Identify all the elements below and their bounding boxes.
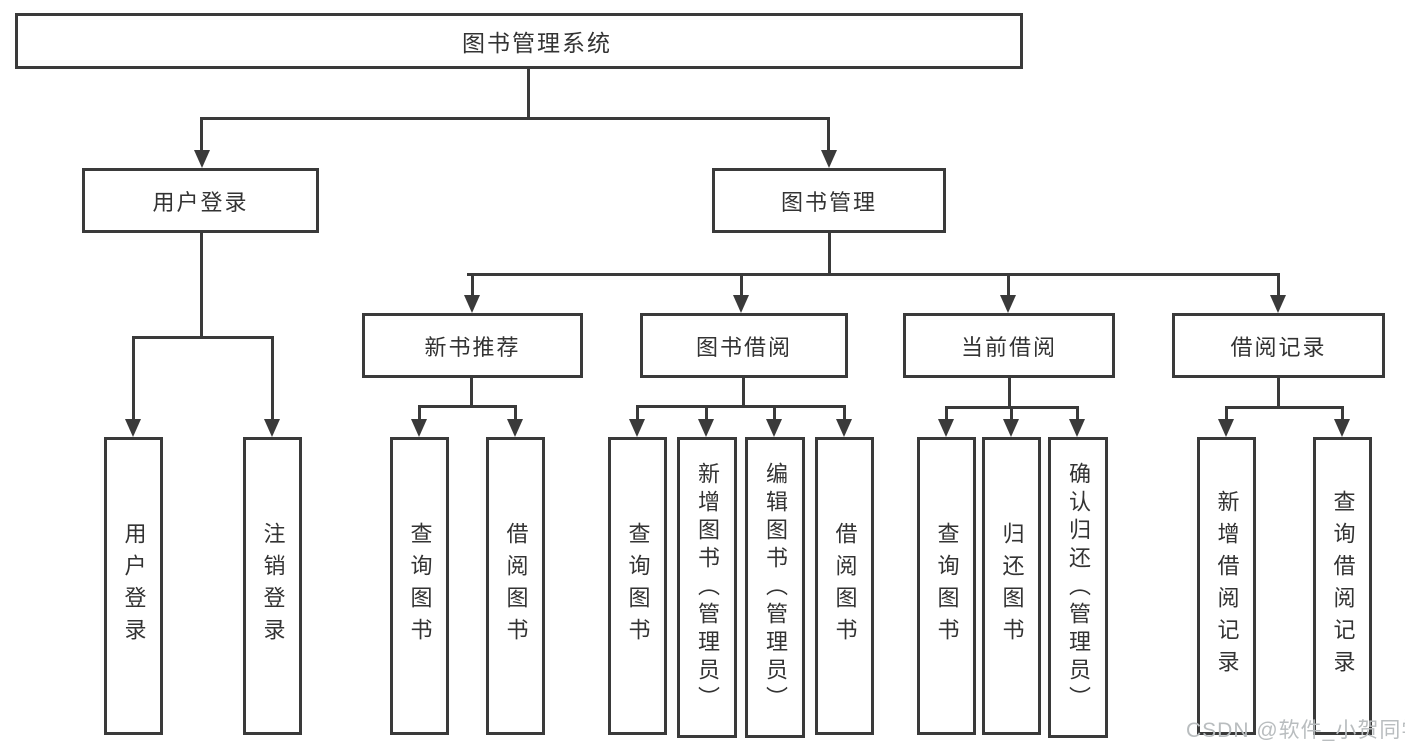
node-label: 查询图书 xyxy=(407,522,433,650)
node-root-library-management-system: 图书管理系统 xyxy=(15,13,1023,69)
leaf-borrow-books: 借阅图书 xyxy=(815,437,874,735)
connector-records-trunk xyxy=(1277,378,1280,408)
connector-user-login-trunk xyxy=(200,233,203,338)
arrowhead-rec-add xyxy=(1218,419,1234,437)
connector-bookborrow-trunk xyxy=(742,378,745,407)
node-label: 新增借阅记录 xyxy=(1214,490,1240,682)
node-label: 借阅图书 xyxy=(832,522,858,650)
leaf-add-borrow-record: 新增借阅记录 xyxy=(1197,437,1256,735)
arrowhead-leaf-user-login xyxy=(125,419,141,437)
arrowhead-rec-query xyxy=(1334,419,1350,437)
connector-stem-rec-add xyxy=(1225,406,1228,422)
node-label: 借阅图书 xyxy=(503,522,529,650)
arrowhead-newrec-query xyxy=(411,419,427,437)
leaf-current-query-books: 查询图书 xyxy=(917,437,976,735)
connector-stem-book-borrow xyxy=(740,273,743,298)
node-book-borrowing: 图书借阅 xyxy=(640,313,848,378)
connector-newrec-branch xyxy=(418,405,517,408)
connector-root-branch xyxy=(200,117,830,120)
leaf-user-login: 用户登录 xyxy=(104,437,163,735)
arrowhead-borrow-records xyxy=(1270,295,1286,313)
node-label: 当前借阅 xyxy=(960,334,1057,360)
node-label: 用户登录 xyxy=(152,189,249,215)
connector-book-mgmt-trunk xyxy=(828,233,831,275)
connector-stem-bb-query xyxy=(636,405,639,422)
connector-records-branch xyxy=(1225,406,1344,409)
node-label: 编辑图书（管理员） xyxy=(763,461,788,714)
node-label: 查询图书 xyxy=(934,522,960,650)
arrowhead-newrec-borrow xyxy=(507,419,523,437)
leaf-query-borrow-record: 查询借阅记录 xyxy=(1313,437,1372,735)
arrowhead-book-borrow xyxy=(733,295,749,313)
leaf-return-books: 归还图书 xyxy=(982,437,1041,735)
arrowhead-bb-borrow xyxy=(836,419,852,437)
connector-stem-rec-query xyxy=(1341,406,1344,422)
node-label: 查询图书 xyxy=(625,522,651,650)
arrowhead-new-book-rec xyxy=(464,295,480,313)
connector-stem-bb-add xyxy=(705,405,708,422)
node-current-borrowing: 当前借阅 xyxy=(903,313,1115,378)
connector-book-mgmt-branch xyxy=(467,273,1280,276)
arrowhead-cb-query xyxy=(938,419,954,437)
arrowhead-bb-query xyxy=(629,419,645,437)
node-label: 新增图书（管理员） xyxy=(695,461,720,714)
connector-stem-cb-query xyxy=(945,406,948,422)
connector-stem-current-borrow xyxy=(1007,273,1010,298)
arrowhead-bb-add xyxy=(698,419,714,437)
connector-stem-user-login xyxy=(200,117,203,153)
connector-stem-cb-confirm xyxy=(1076,406,1079,422)
leaf-logout-login: 注销登录 xyxy=(243,437,302,735)
arrowhead-current-borrow xyxy=(1000,295,1016,313)
node-label: 查询借阅记录 xyxy=(1330,490,1356,682)
connector-user-login-branch xyxy=(132,336,273,339)
node-label: 用户登录 xyxy=(121,522,147,650)
node-label: 图书管理系统 xyxy=(462,30,612,56)
node-label: 图书借阅 xyxy=(695,334,792,360)
arrowhead-leaf-logout xyxy=(264,419,280,437)
connector-stem-leaf-logout xyxy=(271,336,274,422)
connector-stem-new-book-rec xyxy=(471,273,474,298)
connector-stem-bb-edit xyxy=(773,405,776,422)
node-label: 新书推荐 xyxy=(424,334,521,360)
node-user-login: 用户登录 xyxy=(82,168,319,233)
connector-stem-newrec-borrow xyxy=(514,405,517,422)
connector-bookborrow-branch xyxy=(636,405,846,408)
csdn-watermark: CSDN @软件_小贺同学 xyxy=(1186,719,1405,742)
leaf-newrec-borrow-books: 借阅图书 xyxy=(486,437,545,735)
arrowhead-cb-return xyxy=(1003,419,1019,437)
leaf-edit-books-admin: 编辑图书（管理员） xyxy=(745,437,805,738)
connector-stem-newrec-query xyxy=(418,405,421,422)
connector-stem-book-mgmt xyxy=(827,117,830,153)
leaf-confirm-return-admin: 确认归还（管理员） xyxy=(1048,437,1108,738)
leaf-newrec-query-books: 查询图书 xyxy=(390,437,449,735)
arrowhead-user-login xyxy=(194,150,210,168)
connector-stem-borrow-records xyxy=(1277,273,1280,298)
node-label: 借阅记录 xyxy=(1230,334,1327,360)
connector-stem-cb-return xyxy=(1010,406,1013,422)
leaf-borrow-query-books: 查询图书 xyxy=(608,437,667,735)
connector-newrec-trunk xyxy=(470,378,473,407)
arrowhead-book-mgmt xyxy=(821,150,837,168)
arrowhead-bb-edit xyxy=(766,419,782,437)
connector-stem-bb-borrow xyxy=(843,405,846,422)
node-label: 图书管理 xyxy=(780,189,877,215)
node-label: 注销登录 xyxy=(260,522,286,650)
node-borrowing-records: 借阅记录 xyxy=(1172,313,1385,378)
connector-root-trunk xyxy=(527,69,530,118)
connector-stem-leaf-user-login xyxy=(132,336,135,422)
leaf-add-books-admin: 新增图书（管理员） xyxy=(677,437,737,738)
node-label: 确认归还（管理员） xyxy=(1066,461,1091,714)
node-label: 归还图书 xyxy=(999,522,1025,650)
arrowhead-cb-confirm xyxy=(1069,419,1085,437)
node-new-book-recommendation: 新书推荐 xyxy=(362,313,583,378)
node-book-management: 图书管理 xyxy=(712,168,946,233)
connector-current-trunk xyxy=(1008,378,1011,408)
